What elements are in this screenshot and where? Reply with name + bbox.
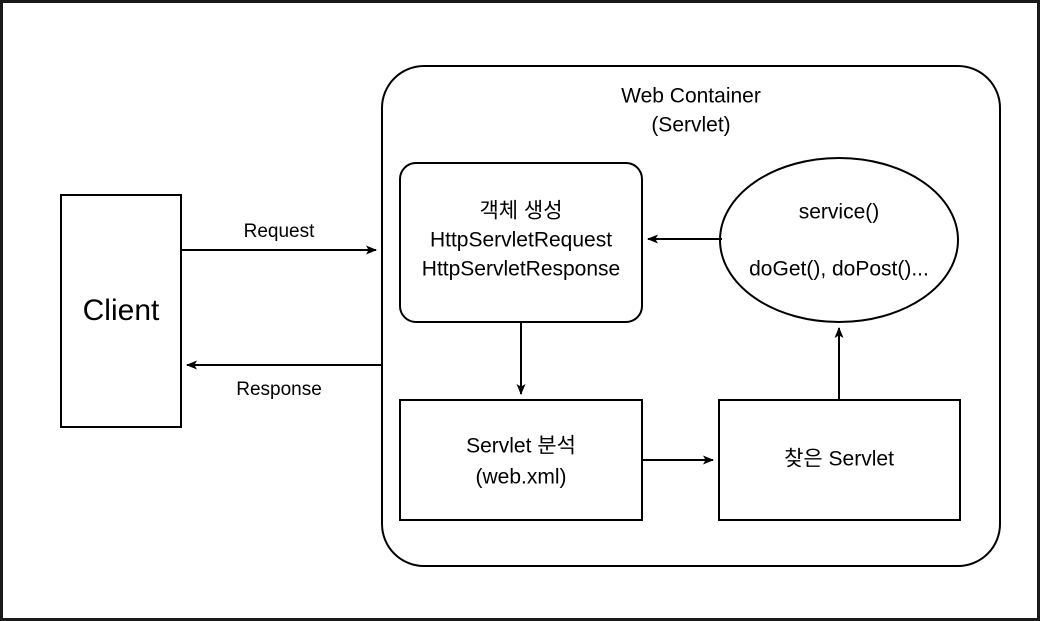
found-servlet-box [718, 399, 961, 521]
edge-response-label: Response [236, 379, 322, 400]
servlet-analysis-box [399, 399, 643, 521]
edge-request-label: Request [244, 221, 315, 242]
object-creation-line1: 객체 생성 [479, 200, 562, 223]
found-servlet-label: 찾은 Servlet [784, 448, 894, 471]
object-creation-line3: HttpServletResponse [422, 258, 620, 281]
object-creation-line2: HttpServletRequest [430, 229, 612, 252]
service-ellipse [719, 157, 959, 323]
service-line2: doGet(), doPost()... [749, 258, 929, 281]
servlet-analysis-line2: (web.xml) [475, 466, 566, 489]
web-container-title-line1: Web Container [621, 85, 761, 108]
client-box [60, 194, 182, 428]
client-label: Client [83, 294, 160, 327]
web-container-title-line2: (Servlet) [651, 114, 730, 137]
service-line1: service() [799, 201, 880, 224]
servlet-analysis-line1: Servlet 분석 [466, 435, 576, 458]
